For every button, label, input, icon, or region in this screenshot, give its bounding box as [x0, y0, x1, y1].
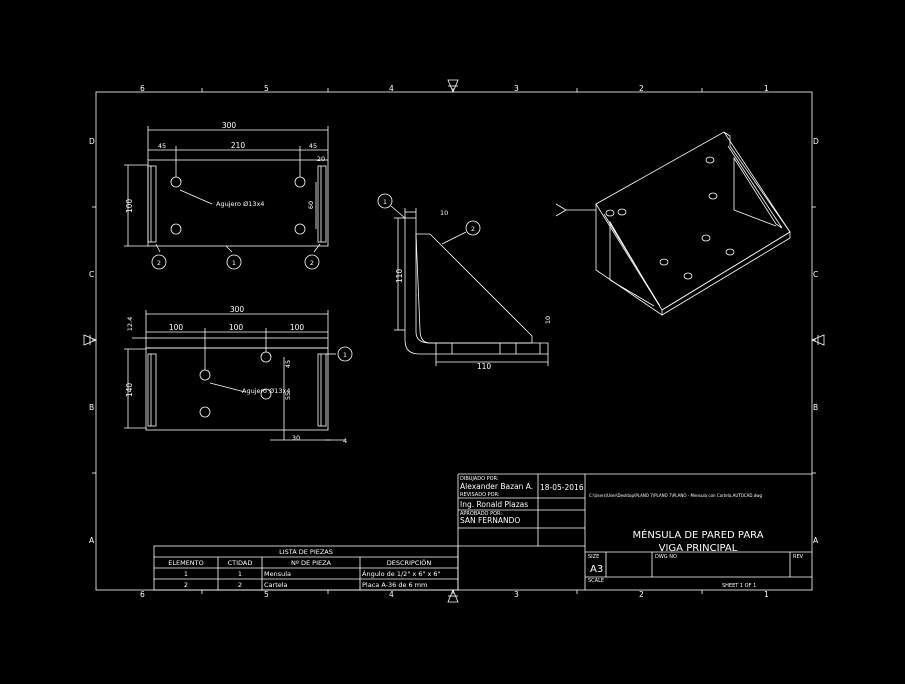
- sheet: SHEET 1 OF 1: [722, 583, 756, 589]
- col-header: DESCRIPCIÓN: [387, 558, 432, 567]
- scale-label: SCALE: [588, 578, 604, 584]
- front-view: 300 100 100 100 12.4 140 45 55 30 4 Aguj…: [124, 305, 353, 445]
- row-label: D: [89, 137, 95, 146]
- approved-by: SAN FERNANDO: [460, 516, 520, 525]
- drawn-by: Alexander Bazan A.: [460, 482, 533, 491]
- dim-top: 12.4: [126, 317, 134, 331]
- table-cell: Mensula: [264, 570, 291, 578]
- balloon: 2: [471, 225, 475, 233]
- hole-note: Agujero Ø13x4: [242, 387, 290, 395]
- hole-note: Agujero Ø13x4: [216, 200, 264, 208]
- approved-label: APROBADO POR:: [460, 511, 502, 517]
- rev-label: REV: [793, 554, 804, 560]
- table-cell: 2: [238, 581, 242, 589]
- balloon: 2: [157, 259, 161, 267]
- drawing-frame: [95, 91, 813, 591]
- reviewed-label: REVISADO POR:: [460, 492, 500, 498]
- table-cell: Ángulo de 1/2" x 6" x 6": [362, 569, 441, 578]
- hole: [170, 176, 182, 188]
- dim-overall: 300: [230, 305, 245, 314]
- table-cell: Cartela: [264, 581, 288, 589]
- col-label: 3: [514, 590, 519, 599]
- col-label: 5: [264, 590, 269, 599]
- size-value: A3: [590, 564, 603, 575]
- dim-v1: 45: [284, 360, 292, 368]
- file-path: C:\Users\User\Desktop\PLANO 7\PLANO 7\PL…: [589, 493, 763, 498]
- col-label: 2: [639, 590, 644, 599]
- dim-middle: 210: [231, 141, 246, 150]
- hole: [294, 223, 306, 235]
- dim-a: 100: [169, 323, 184, 332]
- table-cell: 2: [184, 581, 188, 589]
- side-view: 10 110 110 10 1 2: [377, 193, 552, 371]
- size-label: SIZE: [588, 554, 599, 560]
- reviewed-by: Ing. Ronald Plazas: [460, 500, 528, 509]
- balloon: 1: [383, 198, 387, 206]
- row-label: D: [813, 137, 819, 146]
- balloon: 2: [310, 259, 314, 267]
- row-label: B: [89, 403, 94, 412]
- balloon: 1: [343, 351, 347, 359]
- hole: [170, 223, 182, 235]
- col-label: 6: [140, 84, 145, 93]
- dim-bottom-right: 4: [343, 437, 347, 445]
- col-label: 4: [389, 84, 394, 93]
- col-label: 3: [514, 84, 519, 93]
- parts-list: LISTA DE PIEZAS ELEMENTO CTIDAD Nº DE PI…: [153, 545, 459, 591]
- dim-left: 45: [158, 142, 166, 150]
- drawn-label: DIBUJADO POR:: [460, 476, 499, 482]
- parts-title: LISTA DE PIEZAS: [279, 548, 333, 556]
- row-label: A: [813, 536, 819, 545]
- isometric-view: [555, 131, 791, 316]
- row-label: A: [89, 536, 95, 545]
- table-cell: 1: [184, 570, 188, 578]
- col-header: Nº DE PIEZA: [291, 559, 332, 567]
- title-line-1: MÉNSULA DE PARED PARA: [632, 528, 763, 541]
- col-label: 1: [764, 84, 769, 93]
- dim-right: 45: [309, 142, 317, 150]
- row-label: C: [813, 270, 818, 279]
- col-label: 2: [639, 84, 644, 93]
- table-cell: 1: [238, 570, 242, 578]
- dim-top: 10: [440, 209, 448, 217]
- col-label: 6: [140, 590, 145, 599]
- zone-labels: 6 5 4 3 2 1 6 5 4 3 2 1 D C B A D C B A: [89, 84, 819, 599]
- balloon: 1: [232, 259, 236, 267]
- col-label: 1: [764, 590, 769, 599]
- dim-b: 100: [229, 323, 244, 332]
- dim-c: 100: [290, 323, 305, 332]
- dim-hole-spacing: 60: [307, 201, 315, 209]
- hole: [294, 176, 306, 188]
- top-view: 300 45 210 45 20 100 60 Agujero Ø13x4 2 …: [124, 121, 329, 270]
- title-block: DIBUJADO POR: Alexander Bazan A. 18-05-2…: [457, 473, 812, 590]
- dwg-label: DWG NO: [655, 554, 677, 560]
- row-label: C: [89, 270, 94, 279]
- title-line-2: VIGA PRINCIPAL: [659, 543, 738, 554]
- dim-v2: 55: [284, 392, 292, 400]
- dim-height: 100: [125, 199, 134, 214]
- dim-height: 110: [395, 269, 404, 284]
- col-header: ELEMENTO: [168, 559, 204, 567]
- dim-bottom: 30: [292, 434, 300, 442]
- dim-right: 10: [544, 316, 552, 324]
- col-header: CTIDAD: [228, 559, 253, 567]
- date: 18-05-2016: [540, 483, 584, 492]
- col-label: 4: [389, 590, 394, 599]
- col-label: 5: [264, 84, 269, 93]
- row-label: B: [813, 403, 818, 412]
- dim-overall: 300: [222, 121, 237, 130]
- dim-height: 140: [125, 383, 134, 398]
- table-cell: Placa A-36 de 6 mm: [362, 581, 427, 589]
- dim-small: 20: [317, 155, 325, 163]
- dim-width: 110: [477, 362, 492, 371]
